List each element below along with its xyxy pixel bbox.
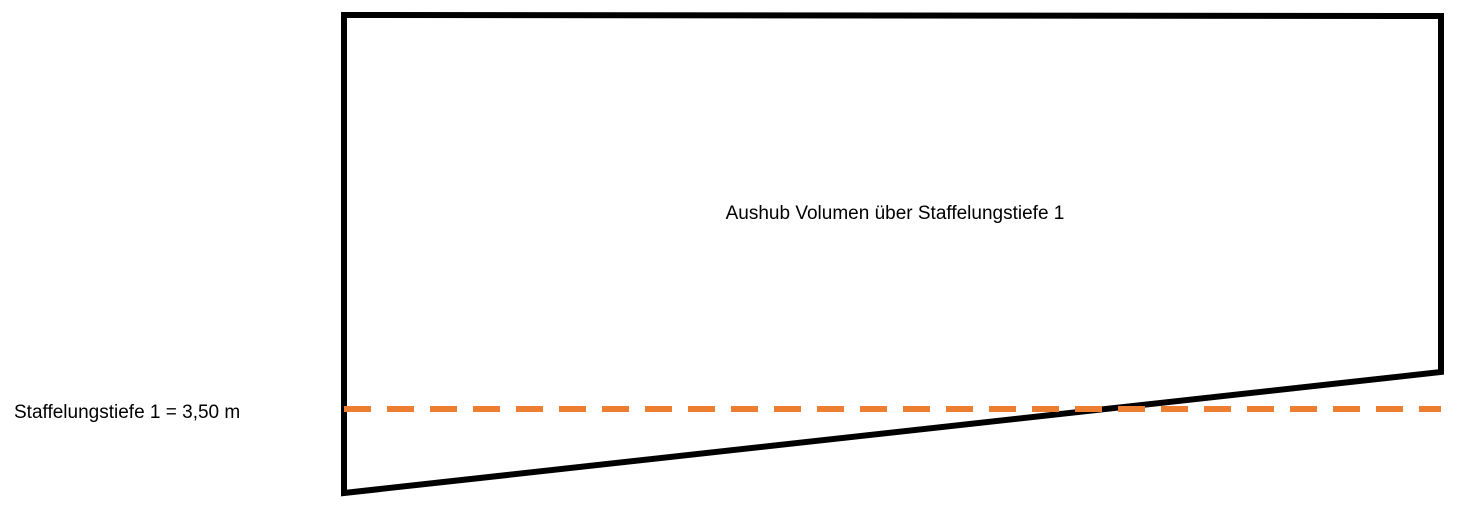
depth-label: Staffelungstiefe 1 = 3,50 m — [14, 402, 240, 423]
excavation-outline — [341, 11, 1444, 497]
area-label: Aushub Volumen über Staffelungstiefe 1 — [726, 203, 1065, 224]
